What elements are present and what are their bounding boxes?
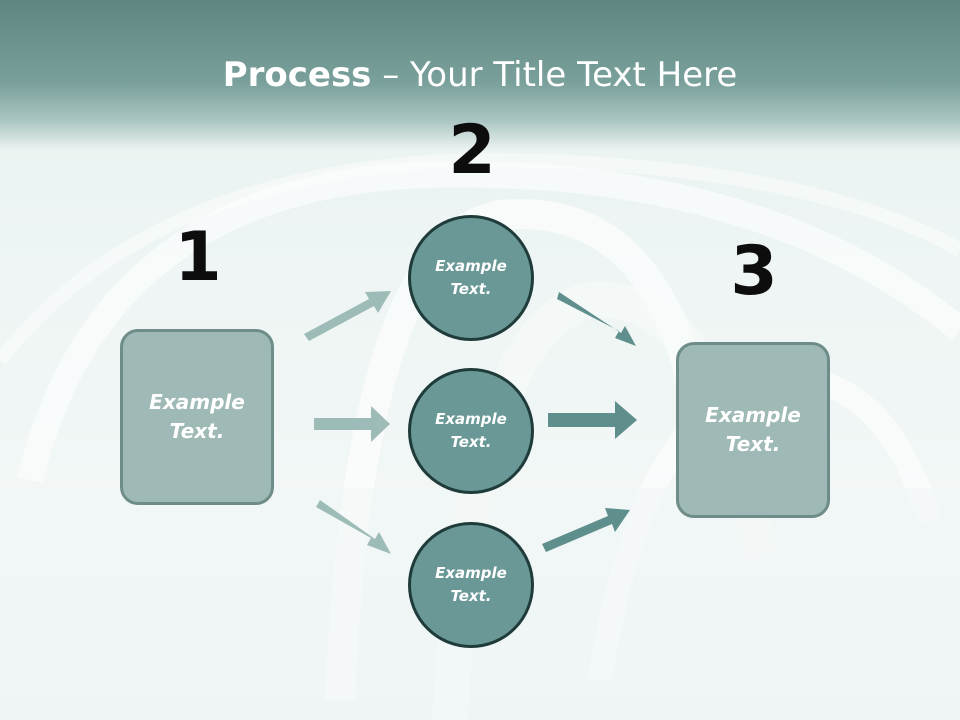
step-number-2: 2 [448,111,496,190]
step-number-1: 1 [174,218,222,297]
page-title: Process – Your Title Text Here [0,50,960,100]
step-number-3: 3 [730,232,778,311]
step-1-label: Example Text. [149,390,245,443]
circle-middle: Example Text. [408,368,534,494]
step-3-box: Example Text. [676,342,830,518]
circle-middle-label: Example Text. [435,410,507,451]
circle-bottom-label: Example Text. [435,564,507,605]
title-rest: – Your Title Text Here [371,55,738,95]
step-3-label: Example Text. [705,403,801,456]
circle-top: Example Text. [408,215,534,341]
step-1-box: Example Text. [120,329,274,505]
title-bar [0,0,960,150]
circle-top-label: Example Text. [435,257,507,298]
circle-bottom: Example Text. [408,522,534,648]
title-bold: Process [222,55,372,95]
